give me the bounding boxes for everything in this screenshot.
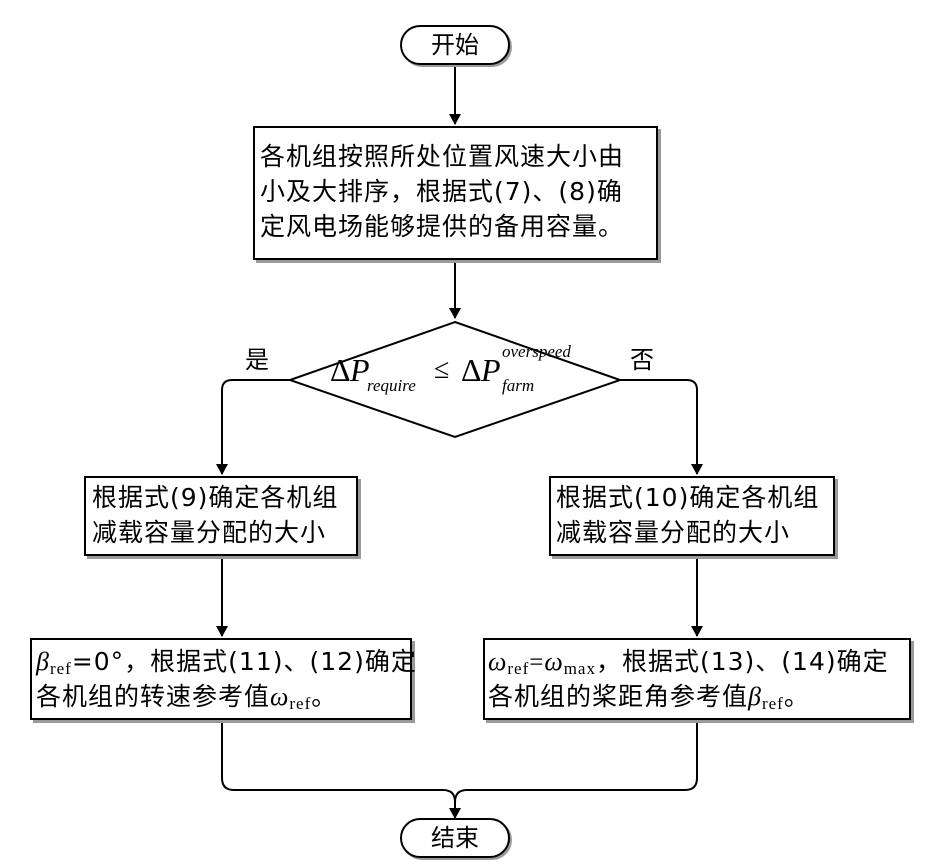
end-label: 结束 — [431, 824, 479, 852]
right-allocation-line2: 减载容量分配的大小 — [556, 516, 790, 550]
omega-max-symbol: ω — [544, 647, 563, 676]
leq-symbol: ≤ — [434, 354, 449, 386]
superscript-overspeed: overspeed — [502, 342, 571, 362]
sort-units-line1: 各机组按照所处位置风速大小由 — [260, 140, 624, 174]
omega-max-subscript: max — [564, 659, 596, 678]
left-allocation-line2: 减载容量分配的大小 — [92, 516, 326, 550]
right-pitch-line2: 各机组的桨距角参考值βref。 — [488, 680, 810, 721]
beta-symbol: β — [36, 647, 50, 676]
equals-sign: = — [529, 649, 544, 676]
sort-units-line3: 定风电场能够提供的备用容量。 — [260, 210, 624, 244]
beta-ref-subscript: ref — [50, 659, 72, 678]
end-terminal: 结束 — [400, 818, 510, 858]
arrow-no-branch — [620, 380, 697, 474]
right-pitch-line1-text: ，根据式(13)、(14)确定 — [596, 647, 889, 676]
right-pitch-line2-text: 各机组的桨距角参考值 — [488, 682, 748, 711]
beta-ref-subscript-right: ref — [762, 694, 784, 713]
right-pitch-end-mark: 。 — [784, 682, 810, 711]
omega-ref-subscript: ref — [289, 694, 311, 713]
left-speed-line2: 各机组的转速参考值ωref。 — [36, 680, 337, 721]
left-speed-line1-text: =0°，根据式(11)、(12)确定 — [72, 647, 417, 676]
power-symbol-right: P — [481, 352, 501, 389]
left-allocation-line1: 根据式(9)确定各机组 — [92, 481, 338, 515]
left-speed-end-mark: 。 — [311, 682, 337, 711]
omega-symbol: ω — [270, 682, 289, 711]
delta-symbol-left: Δ — [330, 352, 351, 389]
omega-symbol-right: ω — [488, 647, 507, 676]
subscript-farm: farm — [502, 376, 534, 396]
right-allocation-line1: 根据式(10)确定各机组 — [556, 481, 819, 515]
branch-yes-label: 是 — [245, 340, 269, 375]
arrow-yes-branch — [222, 380, 290, 474]
branch-no-label: 否 — [630, 340, 654, 375]
sort-units-line2: 小及大排序，根据式(7)、(8)确 — [260, 175, 623, 209]
beta-symbol-right: β — [748, 682, 762, 711]
start-terminal: 开始 — [400, 25, 510, 65]
merge-line-right — [455, 720, 697, 802]
start-label: 开始 — [431, 31, 479, 59]
left-speed-line2-text: 各机组的转速参考值 — [36, 682, 270, 711]
delta-symbol-right: Δ — [461, 352, 482, 389]
merge-line-left — [222, 720, 455, 802]
subscript-require: require — [367, 376, 416, 396]
omega-ref-subscript-right: ref — [507, 659, 529, 678]
